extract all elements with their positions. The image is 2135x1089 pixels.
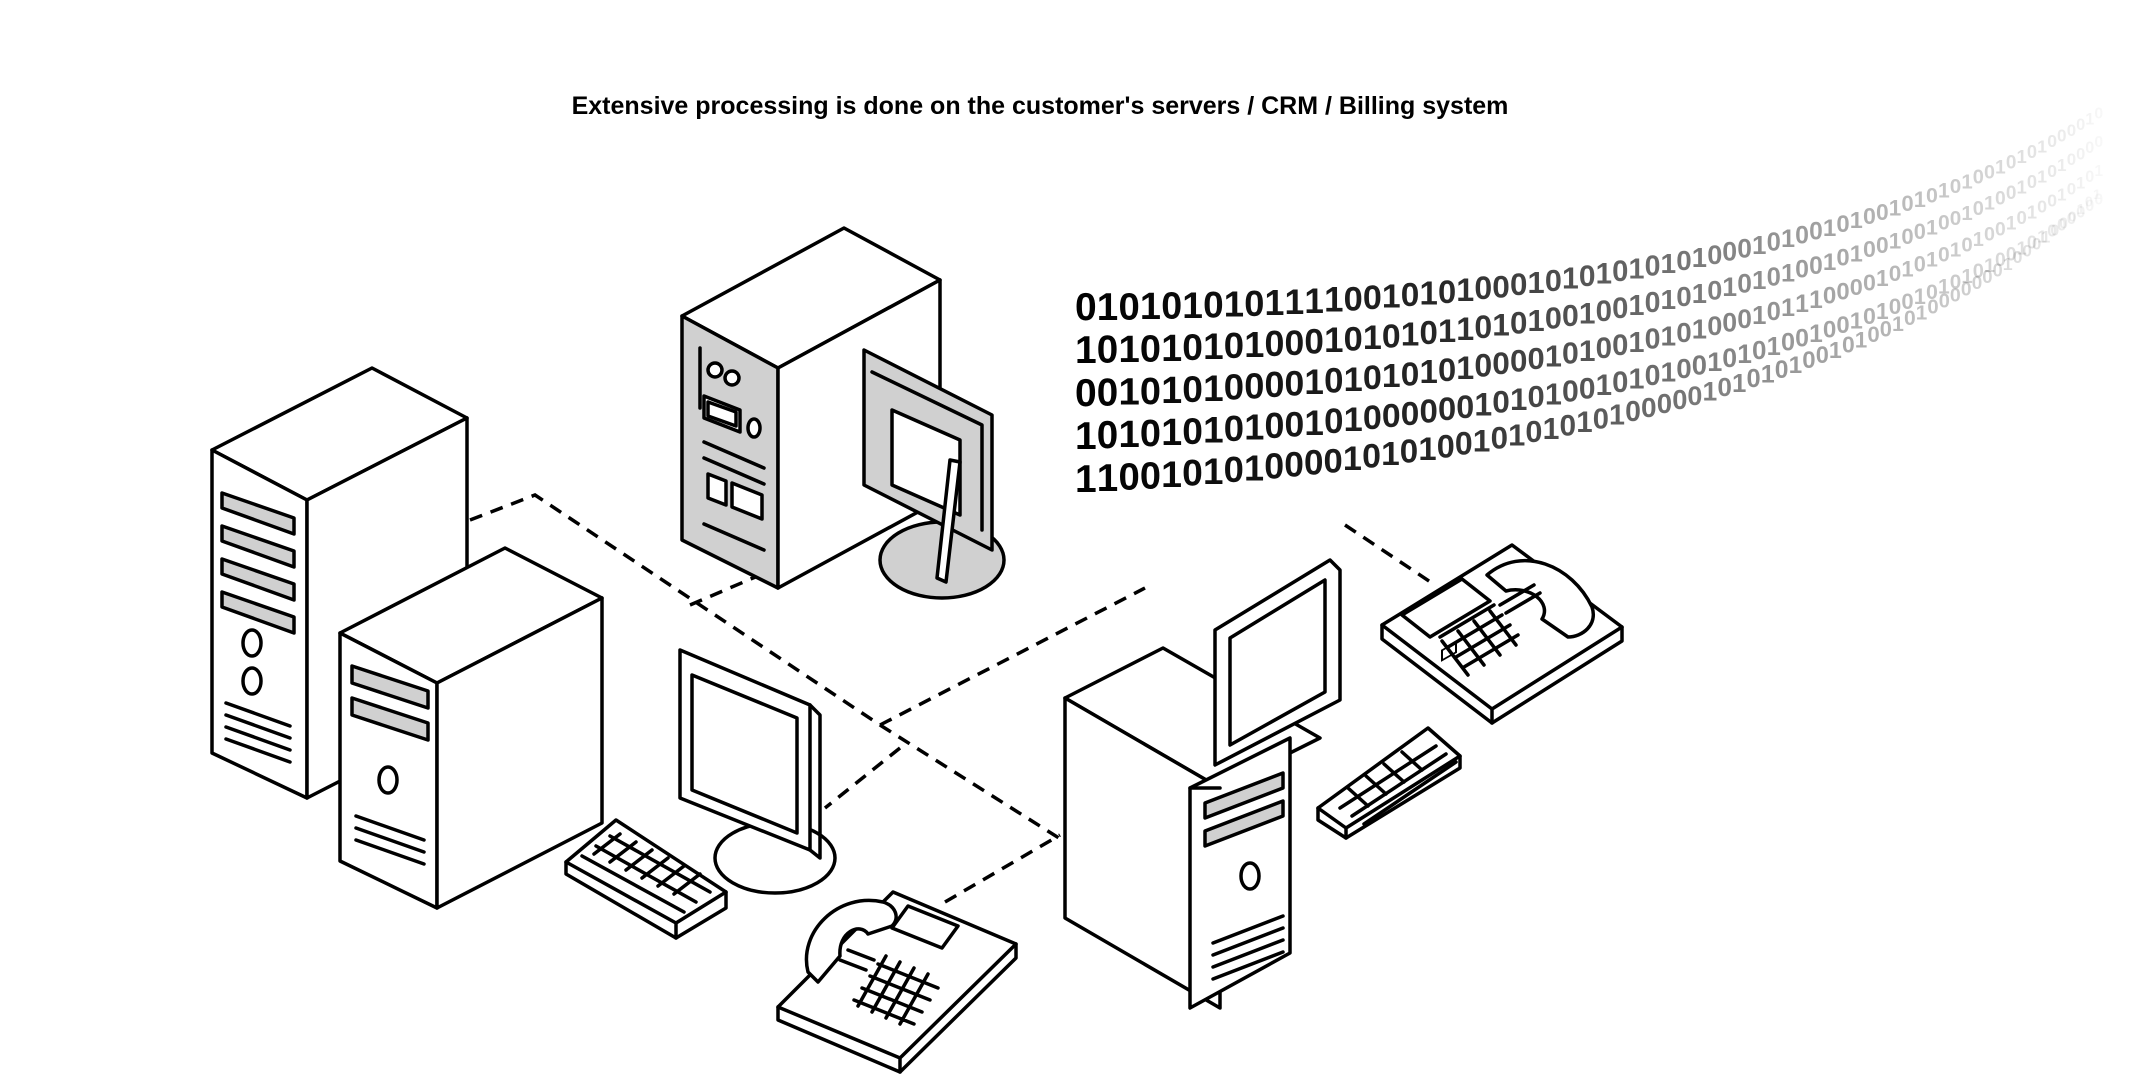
monitor-icon (862, 348, 1006, 600)
link-stream-to-phone (1344, 523, 1436, 587)
keyboard-icon (564, 818, 728, 940)
desk-phone-icon (1380, 543, 1624, 725)
desktop-pc-icon (338, 546, 604, 910)
network-links (469, 493, 1436, 904)
diagram-caption: Extensive processing is done on the cust… (571, 92, 1509, 120)
link-grey-server-to-hub (689, 573, 761, 607)
link-phone-to-right-tower (944, 833, 1061, 904)
desk-phone-icon (776, 890, 1018, 1074)
binary-row: 0101010101111001010100010101010101000101… (1075, 105, 2103, 329)
monitor-icon (1213, 558, 1342, 767)
binary-row: 1100101010000101010010101010100000101010… (1075, 186, 2101, 501)
link-hub-to-right-tower (879, 723, 1071, 847)
binary-row: 0010101000010101010100001010010101000101… (1075, 163, 2103, 415)
tower-server-icon (680, 226, 942, 590)
link-left-tower-to-hub (469, 493, 881, 727)
keyboard-icon (1316, 726, 1462, 840)
monitor-icon (678, 648, 837, 895)
link-hub-to-monitor (823, 746, 902, 810)
binary-row: 1010101010001010101101010010010101010101… (1075, 134, 2103, 372)
desktop-pc-icon (1063, 646, 1322, 1010)
link-hub-to-binary-stream (879, 586, 1146, 727)
binary-data-stream: 0101010101111001010100010101010101000101… (1075, 105, 2103, 501)
binary-row: 1010101010010100000010101001010100101010… (1075, 192, 2103, 458)
